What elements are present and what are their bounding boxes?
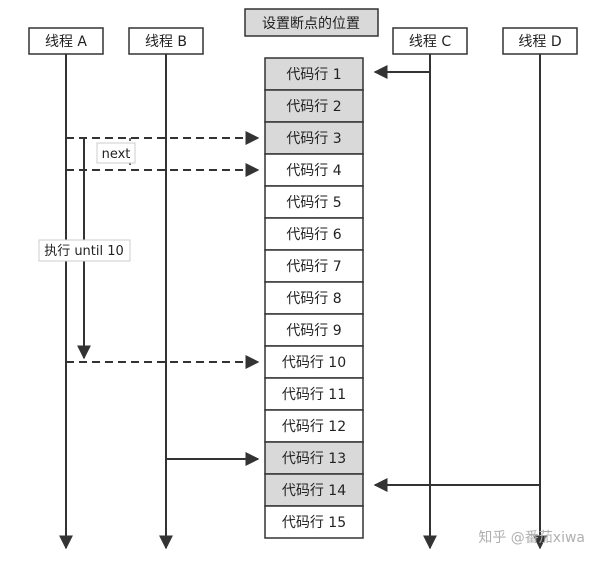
code-line-10-box (264, 345, 364, 379)
code-line-5-box (264, 185, 364, 219)
code-line-1-label: 代码行 1 (286, 67, 341, 83)
watermark: 知乎 @番茄xiwa (478, 529, 585, 546)
thread-c-label: 线程 C (409, 34, 451, 50)
next-label: next (102, 147, 131, 162)
code-line-13-box (264, 441, 364, 475)
code-line-11-box (264, 377, 364, 411)
code-line-14-box (264, 473, 364, 507)
code-line-column: 代码行 1 代码行 2 代码行 3 代码行 4 代码行 5 代码行 6 代码行 7 代码行 8… (264, 57, 364, 539)
code-line-7-label: 代码行 7 (286, 259, 341, 275)
code-line-14-label: 代码行 14 (282, 483, 346, 499)
thread-d-label: 线程 D (518, 34, 561, 50)
code-line-5-label: 代码行 5 (286, 195, 341, 211)
code-line-9-box (264, 313, 364, 347)
code-line-15-label: 代码行 15 (282, 515, 346, 531)
next-label-box (96, 142, 136, 164)
code-line-12-box (264, 409, 364, 443)
code-line-6-label: 代码行 6 (286, 227, 341, 243)
code-line-3-box (264, 121, 364, 155)
diagram-title: 设置断点的位置 (262, 16, 360, 32)
code-line-2-label: 代码行 2 (286, 99, 341, 115)
run-until-label: 执行 until 10 (44, 244, 124, 259)
thread-a-label: 线程 A (45, 34, 87, 50)
code-line-4-box (264, 153, 364, 187)
code-line-9-label: 代码行 9 (286, 323, 341, 339)
code-line-1-box (264, 57, 364, 91)
code-line-10-label: 代码行 10 (282, 355, 346, 371)
code-line-8-label: 代码行 8 (286, 291, 341, 307)
code-line-6-box (264, 217, 364, 251)
code-line-3-label: 代码行 3 (286, 131, 341, 147)
code-line-13-label: 代码行 13 (282, 451, 346, 467)
thread-b-label: 线程 B (145, 34, 187, 50)
code-line-2-box (264, 89, 364, 123)
run-until-label-box (38, 239, 131, 262)
title-box (244, 8, 379, 37)
code-line-12-label: 代码行 12 (282, 419, 346, 435)
code-line-4-label: 代码行 4 (286, 163, 341, 179)
thread-c-box (392, 27, 468, 55)
code-line-7-box (264, 249, 364, 283)
code-line-15-box (264, 505, 364, 539)
code-line-11-label: 代码行 11 (282, 387, 346, 403)
